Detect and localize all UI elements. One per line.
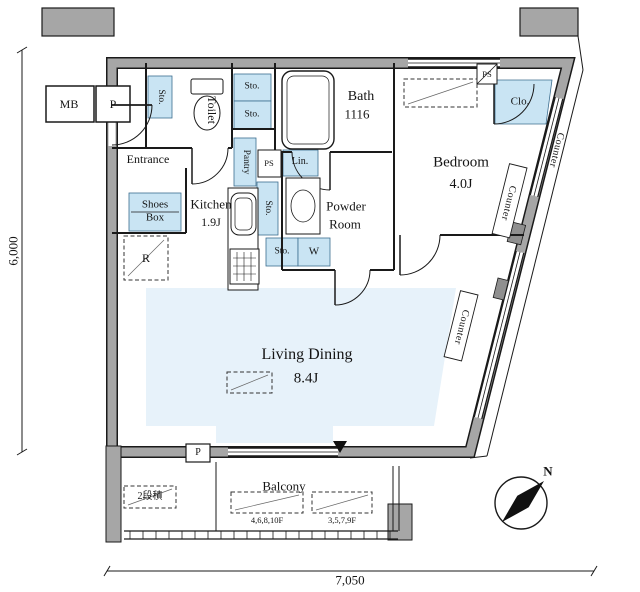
dashed-outlines (123, 78, 478, 514)
bedroom-size-label: 4.0J (449, 177, 473, 192)
floors-a-label: 4,6,8,10F (250, 514, 284, 525)
bath-label: Bath (347, 89, 375, 104)
fixtures (131, 70, 335, 291)
bathtub (281, 70, 335, 150)
slant-window-lower (473, 250, 525, 420)
facade-line (486, 69, 584, 457)
entrance-door-arc (111, 104, 153, 146)
stacked-label: 2段積 (137, 491, 163, 502)
closet-box (494, 79, 553, 125)
powder-label-2: Room (329, 216, 361, 232)
sto-label-1: Sto. (155, 89, 166, 105)
balcony-unit-a-outline (230, 491, 304, 514)
p-bottom-box (185, 443, 211, 463)
shoes-label-2: Box (145, 211, 165, 224)
top-right-tab (519, 7, 579, 37)
gas-stove (229, 248, 260, 285)
bedroom-ac-outline (403, 78, 478, 108)
stacked-unit-outline (123, 485, 177, 509)
doors (111, 83, 535, 306)
living-dining-floor (146, 288, 456, 443)
mb-box (45, 85, 95, 123)
slant-window-upper (529, 96, 564, 198)
counter-strip-2 (491, 163, 528, 239)
bedroom-label: Bedroom (433, 154, 489, 171)
sto-label-4: Sto. (262, 200, 273, 216)
kitchen-sink (230, 192, 257, 236)
powder-door-arc (334, 269, 371, 306)
balcony-left-wall (105, 445, 122, 543)
sto-box-3 (233, 100, 272, 130)
kitchen-sink-inner (234, 197, 253, 231)
ps-mid-box (257, 149, 282, 178)
linen-label: Lin. (291, 156, 309, 167)
bedroom-door-arc (399, 234, 441, 276)
shoes-label-1: Shoes (141, 198, 169, 211)
balcony-right-block (387, 503, 413, 541)
toilet-door-arc (191, 147, 229, 185)
kitchen-size-label: 1.9J (201, 215, 221, 229)
interior-walls (112, 63, 524, 271)
balcony-structure (124, 462, 400, 540)
toilet-tank (190, 78, 224, 95)
balcony-label: Balcony (262, 478, 306, 494)
floors-b-label: 3,5,7,9F (327, 514, 357, 525)
sto-label-5: Sto. (274, 246, 290, 257)
meter-boxes (45, 63, 498, 463)
mb-label: MB (59, 97, 79, 111)
compass (494, 476, 548, 530)
toilet-bowl (193, 95, 221, 131)
balcony-unit-b-outline (311, 491, 373, 514)
p-top-box (95, 85, 131, 123)
ps-mid-label: PS (264, 157, 274, 168)
living-dining-size-label: 8.4J (293, 370, 319, 387)
sto-label-2: Sto. (244, 81, 260, 92)
p-top-label: P (109, 97, 117, 111)
powder-basin (285, 177, 321, 235)
counter-strip-3 (443, 290, 479, 362)
sto-label-3: Sto. (244, 109, 260, 120)
dashed-hatches (127, 81, 474, 511)
top-left-tab (41, 7, 115, 37)
ps-top-box (476, 63, 498, 85)
fridge-outline (123, 235, 169, 281)
p-bottom-label: P (195, 447, 201, 458)
living-ac-outline (226, 371, 273, 394)
bathtub-inner (286, 75, 330, 145)
room-fills (128, 73, 553, 443)
balcony-access-marker (333, 441, 347, 453)
windows (108, 58, 564, 457)
pantry-label: Pantry (240, 149, 251, 175)
fridge-label: R (141, 251, 151, 265)
entrance-label: Entrance (126, 152, 170, 166)
toilet-label: Toilet (205, 96, 219, 124)
living-dining-label: Living Dining (261, 346, 353, 363)
north-label: N (543, 463, 553, 479)
balcony-rail-hatch (129, 531, 391, 539)
dimension-lines (16, 46, 598, 577)
ps-top-label: PS (482, 68, 492, 79)
compass-needle (502, 481, 544, 522)
powder-label-1: Powder (326, 198, 366, 214)
counters (443, 163, 528, 362)
width-dimension-label: 7,050 (335, 572, 365, 588)
closet-door-arc (493, 83, 535, 125)
washer-box (297, 237, 331, 267)
height-dimension-label: 6,000 (5, 236, 21, 266)
pantry-box (233, 137, 257, 187)
washer-label: W (308, 245, 320, 258)
bath-size-label: 1116 (344, 106, 370, 122)
kitchen-label: Kitchen (190, 196, 232, 212)
closet-label: Clo. (510, 95, 530, 108)
